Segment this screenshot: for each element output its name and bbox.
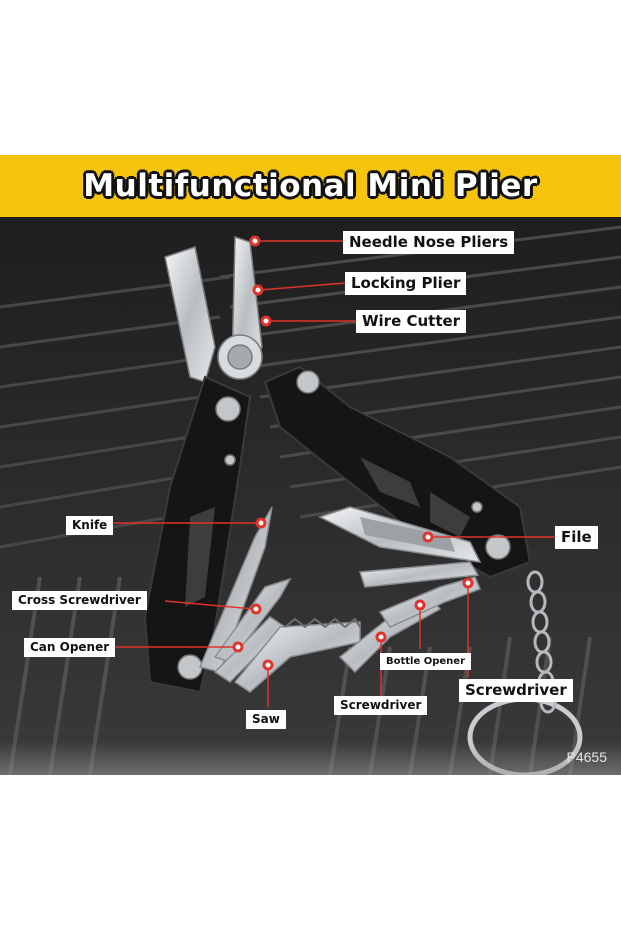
label-cross-screwdriver: Cross Screwdriver [12, 591, 147, 611]
screws [177, 370, 511, 680]
bottom-strip [0, 741, 621, 775]
label-bottle-opener: Bottle Opener [380, 653, 472, 670]
pointer-lines [108, 240, 555, 707]
label-knife: Knife [66, 516, 114, 536]
label-screwdriver-small: Screwdriver [334, 696, 428, 716]
multitool-illustration [0, 217, 621, 775]
product-code: P4655 [566, 749, 607, 765]
file-blade [318, 506, 482, 563]
label-can-opener: Can Opener [24, 638, 116, 658]
label-needle-nose-pliers: Needle Nose Pliers [343, 231, 515, 254]
label-screwdriver-large: Screwdriver [459, 679, 573, 702]
label-file: File [555, 526, 598, 549]
pointer-dots [232, 235, 474, 671]
product-photo: Multifunctional Mini Plier Needle Nose P… [0, 155, 621, 775]
banner-title: Multifunctional Mini Plier [83, 168, 538, 204]
bottle-opener-blade [358, 561, 481, 628]
plier-jaws [164, 235, 263, 383]
title-banner [0, 155, 621, 217]
label-locking-plier: Locking Plier [345, 272, 467, 295]
label-saw: Saw [246, 710, 286, 730]
label-wire-cutter: Wire Cutter [356, 310, 467, 333]
handle-cutouts [185, 457, 470, 607]
